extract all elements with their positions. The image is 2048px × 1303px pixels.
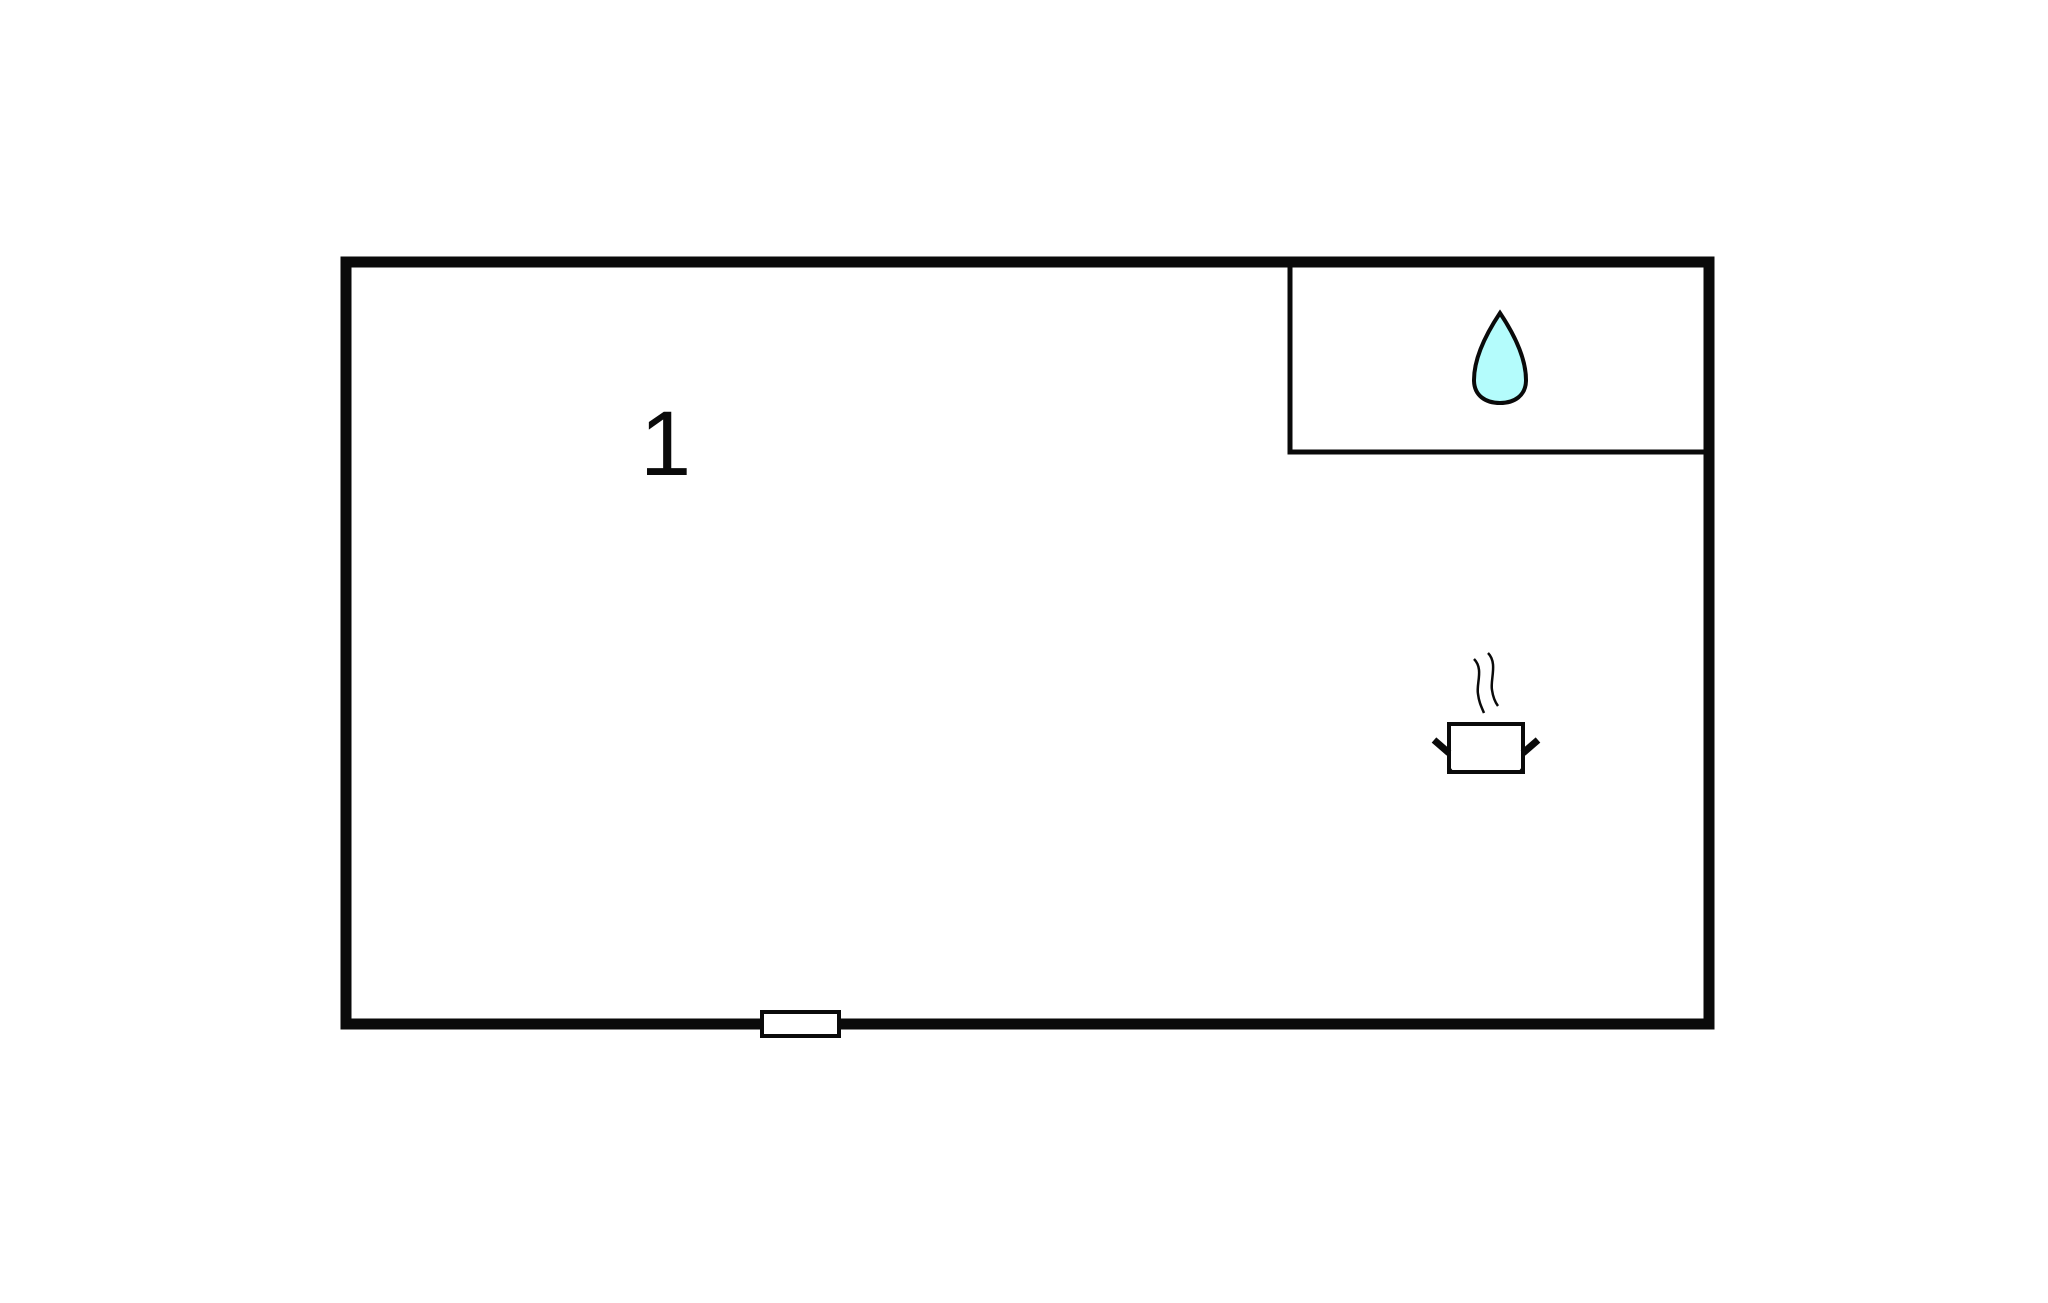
door-icon[interactable] [760,1010,841,1038]
water-drop-icon [1471,309,1529,406]
bathroom-partition [1287,262,1709,455]
cooking-pot-icon [1431,652,1541,774]
room-number-label: 1 [640,393,692,495]
outer-wall [340,256,1715,1030]
